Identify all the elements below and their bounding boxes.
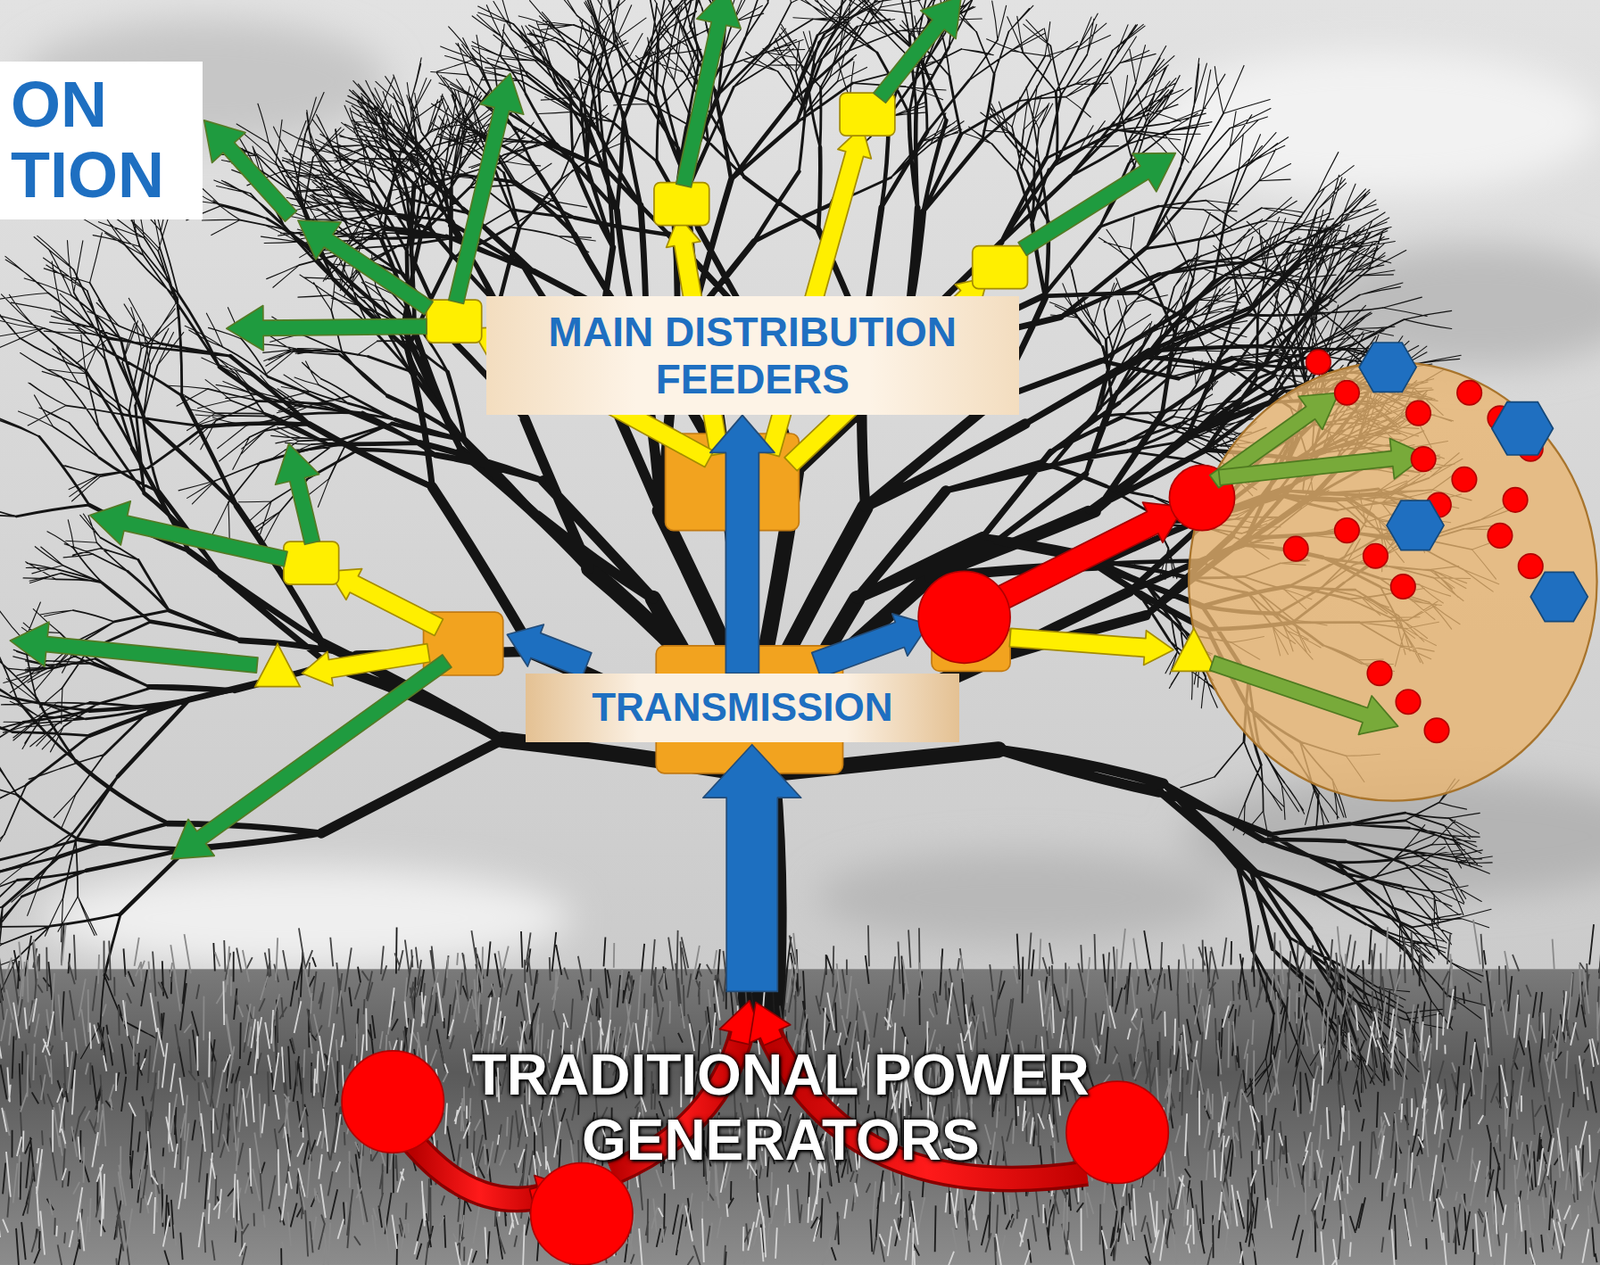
feeder-square	[972, 246, 1028, 290]
generation-curve	[413, 1143, 547, 1201]
generator-label: TRADITIONAL POWER GENERATORS	[397, 1043, 1165, 1175]
distributed-source-dot	[1334, 518, 1360, 543]
transmission-label-box: TRANSMISSION	[525, 673, 960, 744]
lateral-arrow	[448, 73, 524, 304]
generator-circle	[530, 1163, 633, 1265]
lateral-arrow	[1018, 153, 1176, 257]
microgrid-region	[1188, 362, 1597, 802]
feeder-triangle	[255, 644, 300, 688]
title-box: ON TION	[0, 61, 203, 220]
text-holder: TRANSMISSION	[591, 686, 893, 730]
lateral-arrow	[171, 654, 452, 860]
node-text: MAIN DISTRIBUTION FEEDERS	[504, 308, 1002, 404]
node-text: ON TION	[10, 69, 189, 211]
generation-curve-outline	[413, 1143, 547, 1201]
microgrid-arrow	[1218, 438, 1427, 485]
storage-hexagon	[1530, 572, 1588, 622]
lateral-arrow	[226, 306, 427, 351]
distributed-source-dot	[1457, 381, 1482, 406]
node-text: TRANSMISSION	[591, 686, 893, 730]
lateral-arrow	[298, 220, 433, 315]
lateral-arrow	[90, 501, 288, 567]
distributed-source-dot	[1451, 467, 1476, 492]
grass-blades	[0, 978, 1599, 1265]
feeder-square	[654, 182, 710, 226]
feeder-square	[283, 541, 340, 585]
text-holder: ON TION	[10, 69, 189, 211]
tree-branches	[0, 0, 1522, 1097]
feeder-square	[426, 299, 482, 343]
tree-branches	[59, 91, 1351, 954]
tree-branches	[0, 25, 1422, 1014]
distributed-source-dot	[1306, 349, 1331, 374]
transmission-arrow	[703, 745, 802, 993]
tree	[0, 0, 1522, 1097]
text-holder: MAIN DISTRIBUTION FEEDERS	[504, 308, 1002, 404]
distributed-source-dot	[1406, 400, 1431, 425]
generator-circle	[918, 571, 1011, 664]
distributed-source-dot	[1367, 661, 1392, 686]
lateral-arrow	[873, 0, 962, 103]
distributed-source-dot	[1410, 447, 1435, 472]
feeder-label-box: MAIN DISTRIBUTION FEEDERS	[486, 296, 1020, 416]
distributed-source-dot	[1502, 488, 1527, 513]
storage-hexagon	[1386, 500, 1444, 550]
lateral-arrow	[676, 0, 741, 188]
feeder-arrow	[1009, 628, 1174, 665]
transmission-arrow	[506, 624, 592, 678]
generator-circle	[341, 1051, 444, 1153]
storage-hexagon	[1359, 342, 1417, 392]
lateral-arrow	[9, 621, 258, 673]
grass-blades	[0, 920, 1600, 1265]
flow-arrows	[9, 0, 1597, 1265]
distributed-source-dot	[1284, 536, 1309, 561]
grass-blades	[0, 925, 1600, 1265]
distributed-source-dot	[1363, 543, 1388, 568]
lateral-arrow	[204, 120, 298, 222]
microgrid-arrow	[1210, 655, 1399, 735]
distributed-source-dot	[1487, 523, 1512, 548]
grass	[0, 920, 1600, 1265]
feeder-triangle	[1171, 628, 1217, 672]
distributed-source-dot	[1424, 718, 1449, 743]
feeder-arrow	[328, 569, 443, 637]
distributed-source-dot	[1391, 574, 1416, 599]
label-text: TRADITIONAL POWER GENERATORS	[397, 1043, 1165, 1175]
power-flow-arrow	[710, 414, 775, 673]
lateral-arrow	[275, 443, 321, 545]
generation-curve-head	[749, 1002, 791, 1045]
distributed-source-dot	[1518, 554, 1543, 579]
distributed-source-dot	[1334, 381, 1360, 406]
distributed-source-dot	[1395, 689, 1420, 714]
storage-hexagon	[1492, 402, 1554, 456]
transmission-arrow	[812, 613, 929, 679]
